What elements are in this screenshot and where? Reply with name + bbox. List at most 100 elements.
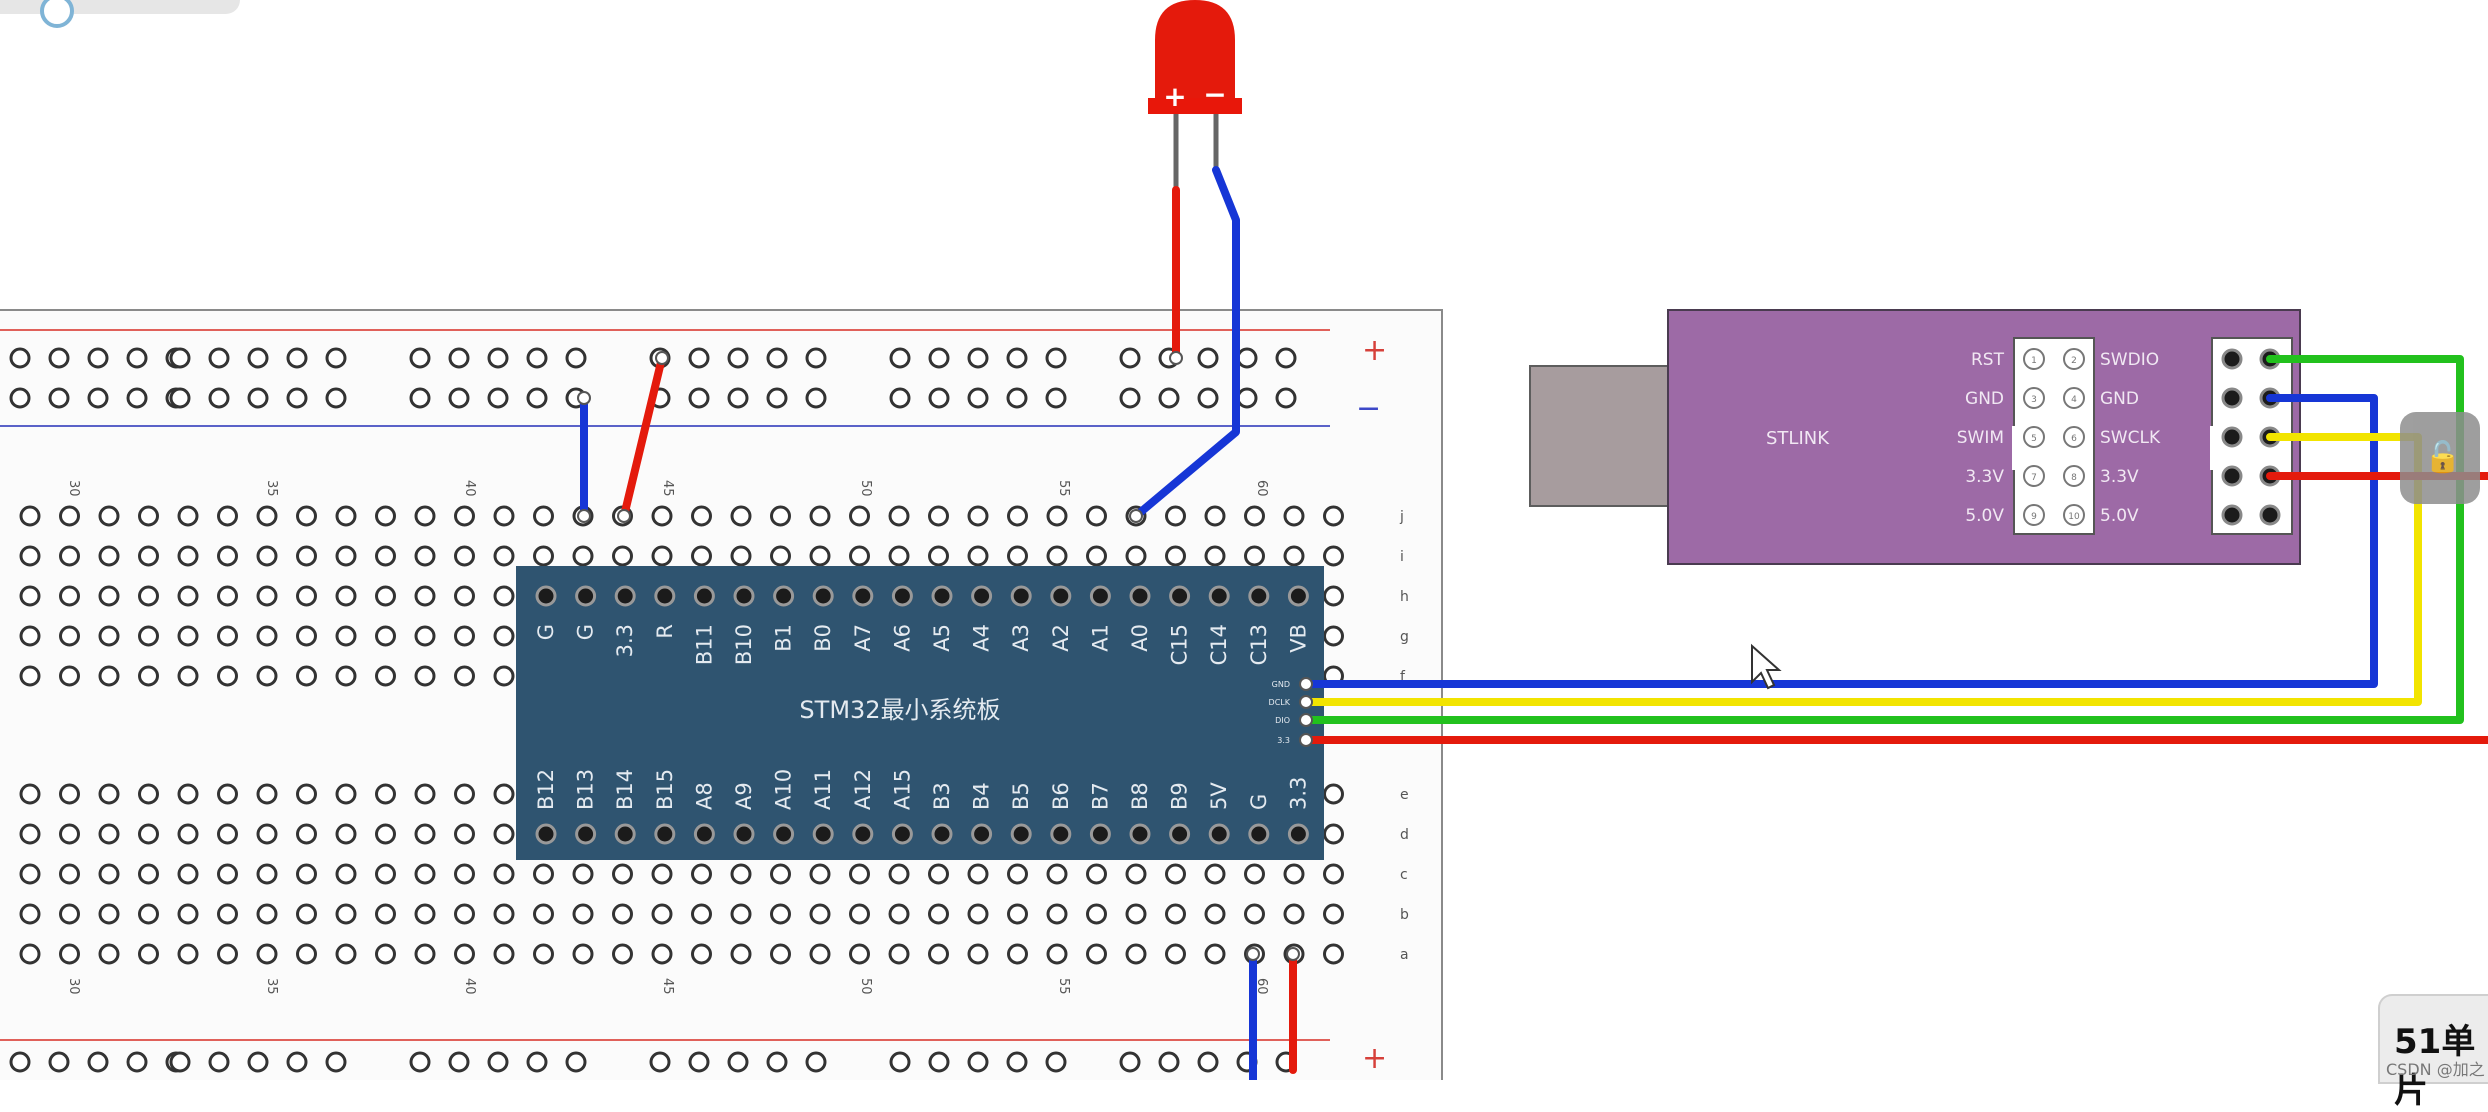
terminal-hole (19, 943, 41, 965)
terminal-hole (296, 943, 317, 965)
terminal-hole (612, 943, 633, 965)
terminal-hole (1007, 863, 1028, 885)
terminal-hole (59, 585, 80, 607)
terminal-hole (1204, 863, 1226, 885)
terminal-hole (967, 903, 989, 925)
terminal-hole (335, 545, 357, 567)
rail-hole (409, 387, 431, 409)
stm32-bottom-pin (852, 823, 874, 845)
wire-led-cathode (1132, 166, 1240, 520)
stm32-top-pin-label: 3.3 (613, 624, 637, 657)
rail-hole-bottom (727, 1051, 749, 1073)
rail-hole (325, 347, 347, 369)
terminal-hole (493, 943, 515, 965)
stm32-bottom-pin (614, 823, 636, 845)
column-number: 35 (264, 480, 279, 497)
rail-hole (526, 347, 548, 369)
terminal-hole (1007, 545, 1028, 567)
column-number: 30 (66, 978, 81, 995)
stlink-pin-number: 9 (2031, 512, 2037, 522)
terminal-hole (1165, 505, 1186, 527)
stlink-right-label: 5.0V (2100, 506, 2139, 526)
stlink-pin-number: 5 (2031, 434, 2037, 444)
terminal-hole (256, 505, 278, 527)
rail-hole-bottom (1045, 1051, 1067, 1073)
rail-hole (967, 387, 989, 409)
terminal-hole (1086, 863, 1107, 885)
rail-hole (247, 387, 269, 409)
rail-hole (487, 387, 509, 409)
stm32-top-pin-label: A3 (1009, 624, 1033, 652)
stm32-top-pin (535, 585, 557, 607)
terminal-hole (335, 943, 357, 965)
terminal-hole (375, 665, 396, 687)
terminal-hole (256, 783, 278, 805)
stm32-bottom-pin (1129, 823, 1151, 845)
stlink-pin-number: 1 (2031, 356, 2037, 366)
column-number: 45 (660, 978, 675, 995)
rail-hole (169, 387, 191, 409)
stm32-side-pin-label: DIO (1275, 716, 1290, 725)
stlink-body (1667, 309, 2301, 565)
terminal-hole (1204, 943, 1226, 965)
rail-hole-bottom (286, 1051, 308, 1073)
stm32-top-pin-label: B0 (811, 624, 835, 652)
breadboard: +−+3030353540404545505055556060jihgfedcb… (0, 309, 1443, 1080)
rail-hole (1236, 387, 1258, 409)
terminal-hole (375, 585, 396, 607)
stm32-top-pin (1287, 585, 1309, 607)
terminal-hole (849, 505, 870, 527)
terminal-hole (1086, 943, 1107, 965)
stm32-bottom-pin-label: B14 (613, 769, 637, 810)
terminal-hole (1323, 505, 1344, 527)
stm32-top-pin (614, 585, 636, 607)
terminal-hole (98, 625, 120, 647)
stm32-bottom-pin-label: B9 (1168, 782, 1192, 810)
terminal-hole (19, 863, 41, 885)
terminal-hole (296, 823, 317, 845)
terminal-hole (296, 665, 317, 687)
rail-hole (889, 387, 911, 409)
terminal-hole (454, 903, 475, 925)
rail-plus-label: + (1362, 333, 1387, 368)
terminal-hole (1283, 903, 1305, 925)
stlink-output-pin (2221, 348, 2243, 370)
stm32-bottom-pin (1169, 823, 1191, 845)
terminal-hole (691, 545, 712, 567)
rail-hole (928, 387, 950, 409)
terminal-hole (493, 823, 515, 845)
rail-hole (1006, 347, 1028, 369)
rail-hole-bottom (126, 1051, 148, 1073)
row-letter: d (1400, 827, 1409, 843)
wire-endpoint (1246, 947, 1260, 961)
terminal-hole (454, 665, 475, 687)
terminal-hole (1046, 545, 1068, 567)
terminal-hole (19, 505, 41, 527)
terminal-hole (651, 545, 673, 567)
rail-hole (1236, 347, 1258, 369)
stm32-top-pin-label: C15 (1168, 624, 1192, 665)
stlink-output-pin (2221, 426, 2243, 448)
terminal-hole (138, 863, 159, 885)
terminal-hole (454, 943, 475, 965)
rail-hole (1197, 347, 1219, 369)
stlink-right-label: SWDIO (2100, 350, 2159, 370)
terminal-hole (375, 903, 396, 925)
terminal-hole (335, 505, 357, 527)
stm32-bottom-pin-label: A15 (890, 769, 914, 810)
terminal-hole (98, 903, 120, 925)
stm32-bottom-pin (812, 823, 834, 845)
rail-hole (1158, 387, 1180, 409)
unlock-button[interactable]: 🔓 (2400, 412, 2480, 504)
stm32-bottom-pin-label: A8 (692, 782, 716, 810)
terminal-hole (98, 505, 120, 527)
terminal-hole (1007, 943, 1028, 965)
stm32-bottom-pin-label: A12 (851, 769, 875, 810)
terminal-hole (59, 505, 80, 527)
stlink-label: STLINK (1766, 428, 1830, 449)
terminal-hole (612, 545, 633, 567)
terminal-hole (533, 903, 554, 925)
stm32-top-pin (971, 585, 993, 607)
stm32-top-pin (1129, 585, 1151, 607)
stm32-bottom-pin (1010, 823, 1032, 845)
